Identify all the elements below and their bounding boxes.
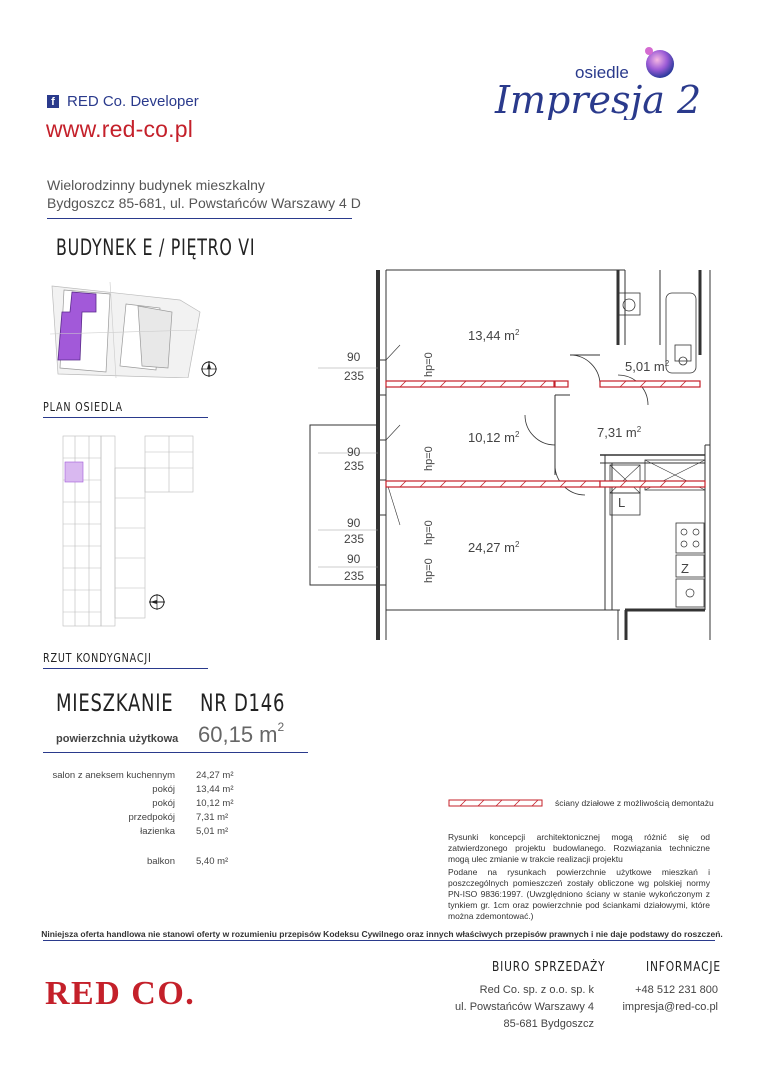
room-row: balkon 5,40 m²	[147, 856, 229, 867]
window-head-label: 235	[344, 459, 364, 473]
window-sill-label: 90	[347, 350, 361, 364]
room-row: pokój 10,12 m²	[152, 798, 234, 809]
building-e-highlight	[57, 291, 97, 361]
site-plan-label: PLAN OSIEDLA	[43, 400, 123, 414]
window-head-label: 235	[344, 569, 364, 583]
red-co-logo: RED CO.	[45, 975, 196, 1012]
legend-text: ściany działowe z możliwością demontażu	[555, 798, 714, 808]
contact-info: +48 512 231 800 impresja@red-co.pl	[600, 982, 718, 1016]
demountable-wall-legend-icon	[448, 799, 543, 807]
room-area-label: 13,44 m2	[468, 328, 520, 343]
hp-label: hp=0	[423, 520, 435, 545]
information-heading: INFORMACJE	[646, 960, 721, 975]
window-sill-label: 90	[347, 516, 361, 530]
divider	[47, 218, 352, 219]
apartment-label: MIESZKANIE	[56, 689, 174, 717]
facebook-name: RED Co. Developer	[67, 93, 199, 110]
address-line-2: Bydgoszcz 85-681, ul. Powstańców Warszaw…	[47, 195, 361, 211]
website-link[interactable]: www.red-co.pl	[46, 116, 194, 142]
fridge-label: L	[618, 495, 625, 510]
building-title: BUDYNEK E / PIĘTRO VI	[56, 236, 256, 261]
apartment-number: NR D146	[200, 689, 286, 717]
room-area-label: 5,01 m2	[625, 359, 670, 374]
building-address: Wielorodzinny budynek mieszkalny Bydgosz…	[47, 176, 361, 212]
compass-icon	[149, 594, 165, 610]
address-line-1: Wielorodzinny budynek mieszkalny	[47, 177, 265, 193]
apartment-highlight	[64, 461, 84, 483]
sales-office-heading: BIURO SPRZEDAŻY	[492, 960, 606, 975]
apartment-floor-plan: 90 235 90 235 90 235 90 235 hp=0 hp=0 hp…	[309, 269, 711, 640]
facebook-link[interactable]: f RED Co. Developer	[47, 93, 199, 110]
hp-label: hp=0	[423, 352, 435, 377]
usable-area-label: powierzchnia użytkowa	[56, 733, 179, 745]
room-row: przedpokój 7,31 m²	[128, 812, 229, 823]
divider	[43, 668, 208, 669]
room-area-label: 10,12 m2	[468, 430, 520, 445]
impresja-logo: osiedle Impresja 2	[494, 47, 701, 120]
room-row: salon z aneksem kuchennym 24,27 m²	[52, 770, 234, 781]
room-area-label: 7,31 m2	[597, 425, 642, 440]
email-address[interactable]: impresja@red-co.pl	[622, 1001, 718, 1013]
window-sill-label: 90	[347, 552, 361, 566]
sales-office-address: Red Co. sp. z o.o. sp. k ul. Powstańców …	[455, 984, 594, 1030]
hp-label: hp=0	[423, 446, 435, 471]
room-area-label: 24,27 m2	[468, 540, 520, 555]
divider	[43, 940, 715, 941]
floor-plan-label: RZUT KONDYGNACJI	[43, 651, 152, 665]
window-head-label: 235	[344, 369, 364, 383]
usable-area-value: 60,15 m2	[198, 720, 285, 747]
hp-label: hp=0	[423, 558, 435, 583]
architecture-note: Rysunki koncepcji architektonicznej mogą…	[448, 832, 710, 864]
divider	[43, 417, 208, 418]
washer-label: Z	[681, 561, 689, 576]
site-plan-map	[50, 282, 201, 378]
facebook-icon: f	[47, 95, 59, 108]
floor-plan-mini	[62, 435, 194, 627]
window-head-label: 235	[344, 532, 364, 546]
room-row: pokój 13,44 m²	[152, 784, 234, 795]
room-row: łazienka 5,01 m²	[140, 826, 229, 837]
phone-number[interactable]: +48 512 231 800	[635, 984, 718, 996]
compass-icon	[201, 361, 217, 377]
divider	[43, 752, 308, 753]
legal-disclaimer: Niniejsza oferta handlowa nie stanowi of…	[41, 929, 723, 939]
logo-large-text: Impresja 2	[494, 78, 701, 120]
logo-small-text: osiedle	[575, 63, 629, 82]
area-calculation-note: Podane na rysunkach powierzchnie użytkow…	[448, 867, 710, 921]
window-sill-label: 90	[347, 445, 361, 459]
